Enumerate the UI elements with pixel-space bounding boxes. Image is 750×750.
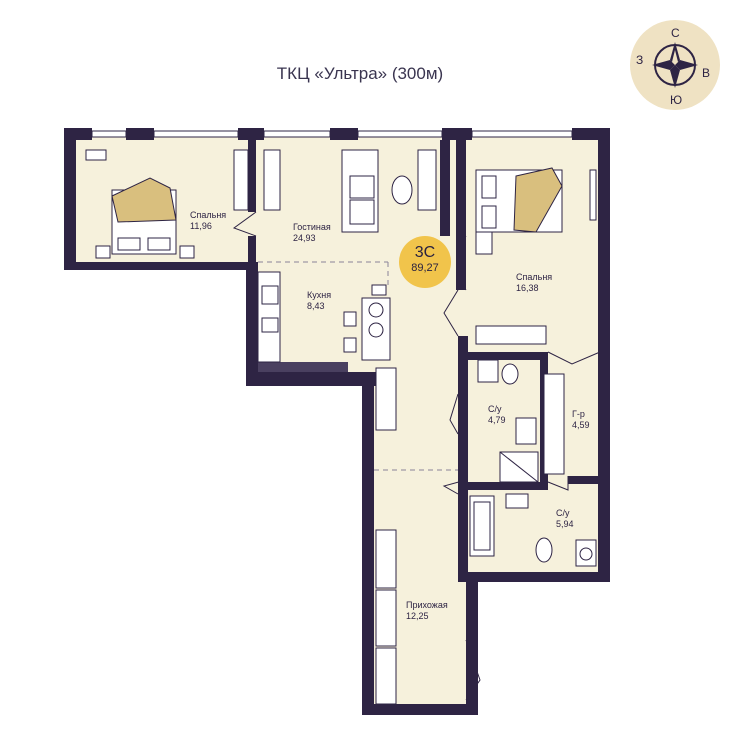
bed-2 [475, 167, 563, 233]
room-hall-name: Прихожая [406, 600, 448, 610]
room-bedroom-1-name: Спальня [190, 210, 227, 220]
room-bedroom-2: Спальня 16,38 [516, 272, 552, 294]
bathroom-1-fixtures [477, 359, 539, 483]
dining-table [343, 284, 391, 361]
room-living-name: Гостиная [293, 222, 331, 232]
room-bath-1-area: 4,79 [488, 415, 506, 425]
compass-north: С [671, 26, 680, 40]
room-bedroom-1-area: 11,96 [190, 221, 212, 231]
room-bedroom-2-name: Спальня [516, 272, 553, 282]
room-wardrobe-area: 4,59 [572, 420, 590, 430]
compass-west: З [636, 53, 644, 67]
room-hall-area: 12,25 [406, 611, 429, 621]
room-hall: Прихожая 12,25 [406, 600, 448, 622]
room-wardrobe: Г-р 4,59 [572, 409, 590, 431]
room-living-area: 24,93 [293, 233, 316, 243]
kitchen-counter [257, 271, 281, 363]
tv-bedroom-2 [589, 169, 597, 221]
room-kitchen-name: Кухня [307, 290, 332, 300]
complex-title: ТКЦ «Ультра» (300м) [276, 64, 444, 83]
room-kitchen: Кухня 8,43 [307, 290, 331, 312]
room-wardrobe-name: Г-р [572, 409, 585, 419]
compass-south: Ю [670, 93, 683, 107]
dressing-shelves [543, 373, 565, 475]
room-bath-1: С/у 4,79 [488, 404, 506, 426]
zone-lines [258, 261, 458, 471]
bed-1 [111, 177, 177, 255]
room-bedroom-2-area: 16,38 [516, 283, 539, 293]
doors [232, 211, 601, 701]
hall-wardrobes [375, 367, 397, 705]
compass-east: В [702, 66, 711, 80]
compass-icon: С В Ю З [630, 20, 720, 110]
wardrobe-bedroom-1 [233, 149, 249, 211]
room-bath-1-name: С/у [488, 404, 502, 414]
room-bath-2-name: С/у [556, 508, 570, 518]
desk-bedroom-2 [475, 231, 493, 255]
room-bath-2: С/у 5,94 [556, 508, 574, 530]
windows [91, 130, 573, 138]
apartment-type: 3С [414, 244, 436, 261]
room-bedroom-1: Спальня 11,96 [190, 210, 226, 232]
room-bath-2-area: 5,94 [556, 519, 574, 529]
bathroom-2-fixtures [469, 493, 597, 567]
nightstand-1 [95, 245, 111, 259]
wardrobe-living [263, 149, 281, 211]
armchair [391, 175, 413, 205]
radiator-1 [85, 149, 107, 161]
room-kitchen-area: 8,43 [307, 301, 325, 311]
apartment-area: 89,27 [411, 262, 439, 274]
apartment-badge: 3С 89,27 [399, 236, 451, 288]
wardrobe-bedroom-2 [475, 325, 547, 345]
sofa [341, 149, 379, 233]
room-living: Гостиная 24,93 [293, 222, 331, 244]
nightstand-2 [179, 245, 195, 259]
outer-walls [64, 128, 610, 715]
tv-stand [417, 149, 437, 211]
